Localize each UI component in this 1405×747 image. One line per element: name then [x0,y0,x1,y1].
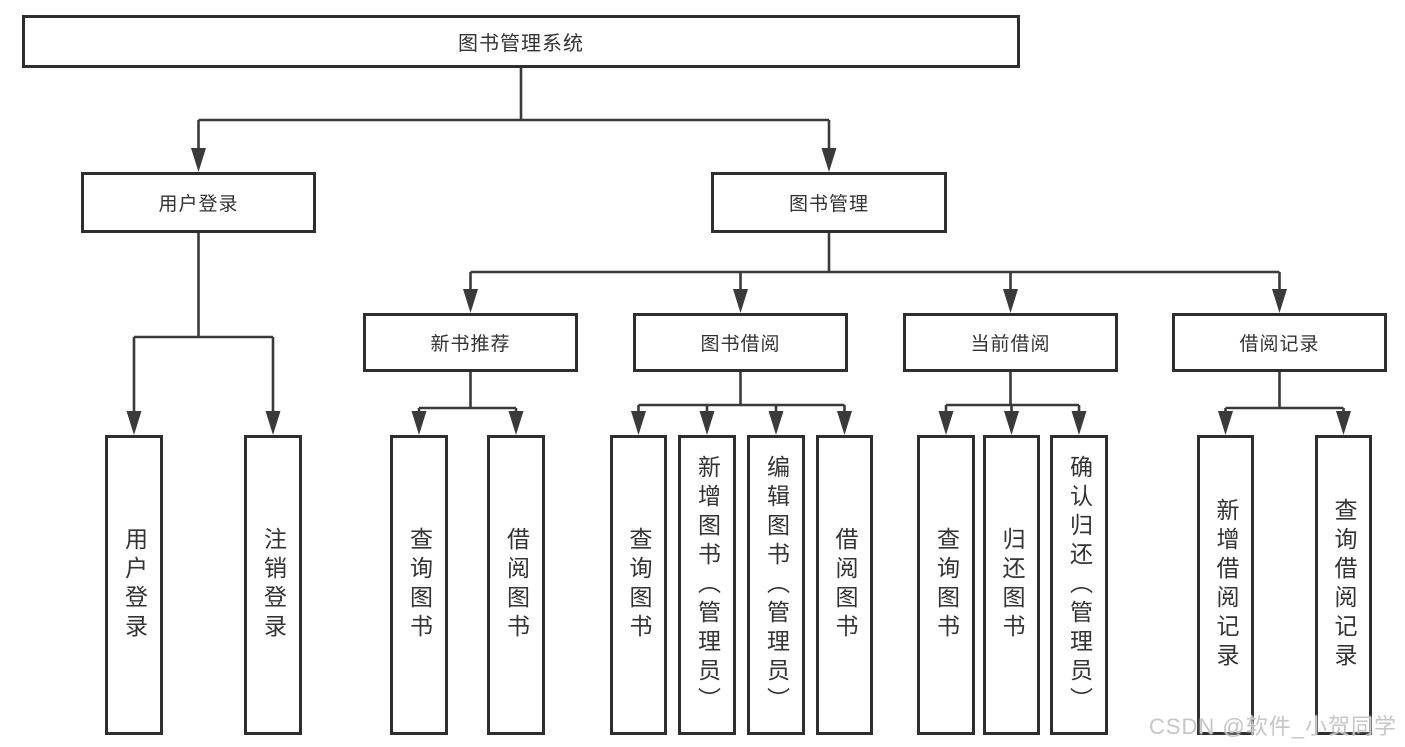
node-label: 确认归还（管理员） [1066,454,1093,716]
node-label: 查询图书 [626,527,652,643]
arrow-down-icon [508,411,524,435]
node-label: 图书管理系统 [458,33,584,55]
node-label: 借阅记录 [1239,334,1320,355]
csdn-watermark: CSDN @软件_小贺同学 [1148,714,1397,739]
node-label: 图书借阅 [700,334,781,355]
node-label: 查询图书 [933,527,960,643]
node-label: 当前借阅 [970,334,1051,355]
leaf-confirm-return-admin: 确认归还（管理员） [1050,435,1108,735]
node-label: 查询图书 [406,527,433,643]
leaf-query-borrow-record: 查询借阅记录 [1315,435,1372,735]
leaf-query-books-2: 查询图书 [610,435,667,735]
arrow-down-icon [1272,289,1287,313]
node-label: 借阅图书 [832,527,858,643]
node-label: 用户登录 [158,194,239,215]
leaf-borrow-books-2: 借阅图书 [816,435,873,735]
arrow-down-icon [1004,411,1019,435]
node-label: 编辑图书（管理员） [763,454,790,716]
node-label: 图书管理 [788,194,869,215]
leaf-user-login: 用户登录 [105,435,163,735]
arrow-down-icon [821,148,837,172]
node-label: 用户登录 [121,527,148,643]
node-label: 新增借阅记录 [1213,498,1239,672]
arrow-down-icon [126,411,142,435]
node-book-management: 图书管理 [711,172,947,233]
arrow-down-icon [631,411,646,435]
arrow-down-icon [699,411,715,435]
node-label: 新书推荐 [430,334,511,355]
leaf-add-books-admin: 新增图书（管理员） [678,435,736,735]
arrow-down-icon [768,411,784,435]
leaf-add-borrow-record: 新增借阅记录 [1197,435,1254,735]
node-label: 借阅图书 [503,527,530,643]
leaf-query-books-1: 查询图书 [390,435,448,735]
arrow-down-icon [191,148,206,172]
node-book-borrowing: 图书借阅 [633,313,848,372]
arrow-down-icon [733,289,748,313]
node-library-management-system: 图书管理系统 [22,15,1020,68]
arrow-down-icon [265,411,281,435]
node-label: 查询借阅记录 [1331,498,1357,672]
node-label: 新增图书（管理员） [694,454,721,716]
arrow-down-icon [1071,411,1087,435]
node-current-borrowing: 当前借阅 [903,313,1118,372]
node-label: 注销登录 [260,527,287,643]
node-user-login: 用户登录 [81,172,316,233]
leaf-logout: 注销登录 [244,435,302,735]
leaf-query-books-3: 查询图书 [917,435,975,735]
node-label: 归还图书 [999,527,1025,643]
arrow-down-icon [1003,289,1018,313]
arrow-down-icon [463,289,478,313]
arrow-down-icon [837,411,852,435]
leaf-return-books: 归还图书 [983,435,1040,735]
leaf-edit-books-admin: 编辑图书（管理员） [747,435,805,735]
node-new-book-recommend: 新书推荐 [363,313,578,372]
arrow-down-icon [411,411,427,435]
node-borrowing-records: 借阅记录 [1172,313,1387,372]
arrow-down-icon [1218,411,1233,435]
leaf-borrow-books-1: 借阅图书 [487,435,545,735]
arrowheads [126,148,1351,435]
arrow-down-icon [1336,411,1351,435]
arrow-down-icon [938,411,954,435]
connector-group-root [132,68,1345,413]
